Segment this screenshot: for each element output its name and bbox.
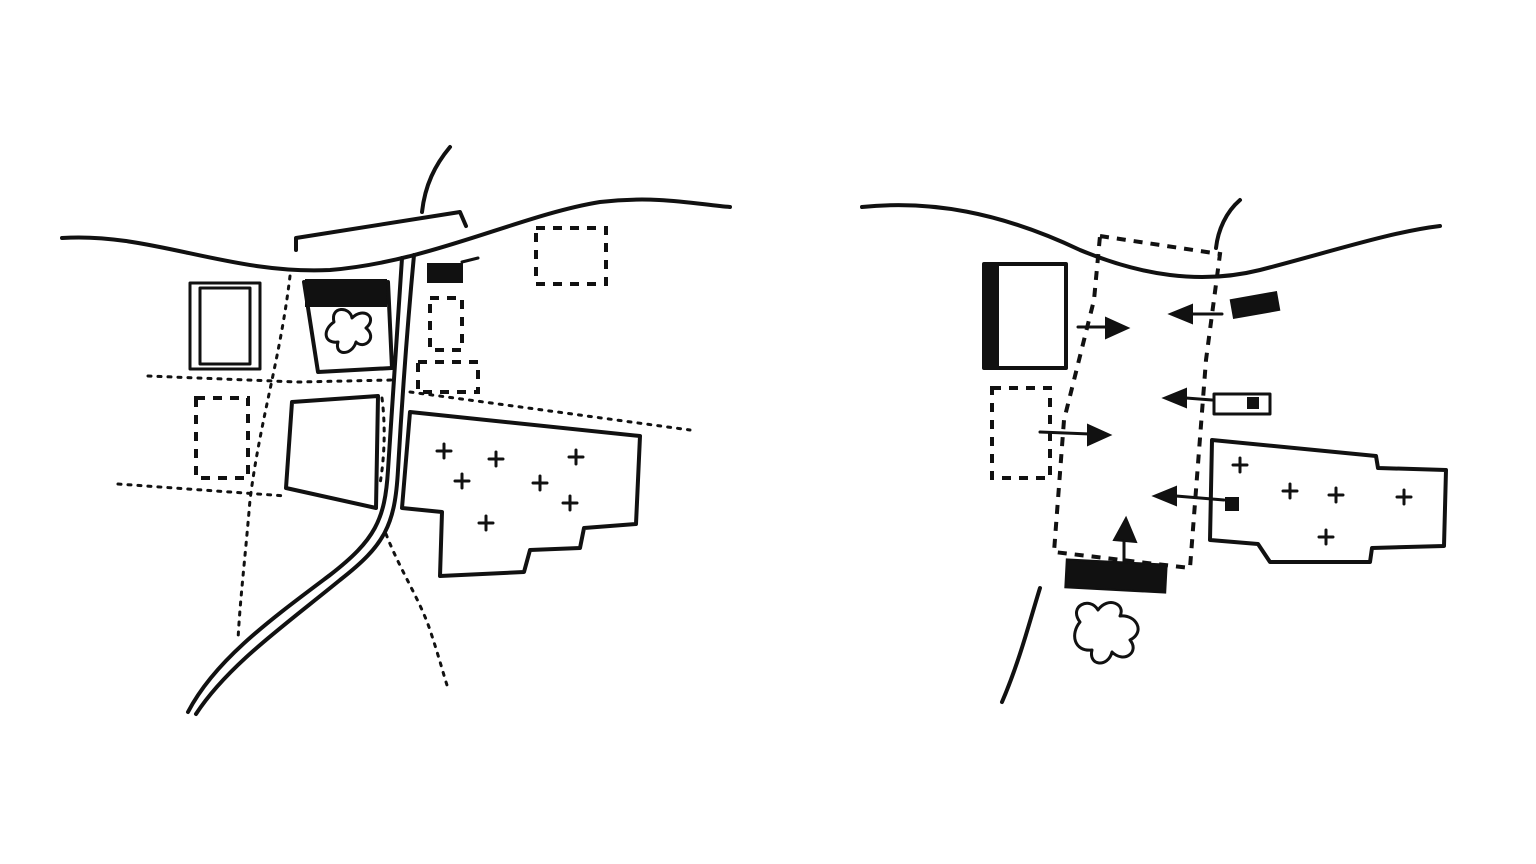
small-building-solid: [427, 263, 463, 283]
building-outline-left-inner: [198, 286, 252, 366]
cross-icon-proposal: [1231, 456, 1413, 546]
main-street-line: [60, 197, 732, 273]
dashed-building-a: [194, 396, 250, 480]
dotted-path-west: [146, 374, 394, 384]
cemetery-outline: [400, 410, 642, 578]
dotted-path-southeast: [384, 532, 450, 690]
south-road-line-left: [186, 256, 404, 714]
north-road-line: [420, 145, 452, 214]
dashed-building-b: [428, 296, 464, 352]
dotted-path-east: [408, 390, 692, 432]
small-building-square: [1225, 497, 1239, 511]
dotted-path-south: [116, 482, 288, 498]
church-plot: [302, 280, 394, 374]
outlined-building-mark: [1247, 397, 1259, 409]
dotted-path-inner: [378, 396, 386, 486]
north-road-line-proposal: [1214, 198, 1242, 250]
south-building-solid: [1064, 558, 1168, 594]
arrow-icon: [1038, 303, 1226, 564]
dashed-building-d: [534, 226, 608, 286]
south-road-line-proposal: [1000, 586, 1042, 704]
small-building-tab: [460, 256, 480, 264]
south-road-line-right: [194, 253, 416, 716]
small-building-solid-proposal: [1229, 290, 1281, 320]
dashed-building-c: [416, 360, 480, 394]
tree-icon: [324, 308, 373, 354]
cross-icon: [435, 442, 585, 532]
north-road-stub: [294, 210, 468, 252]
outlined-building-proposal: [1212, 392, 1272, 416]
building-outline-proposal-fill: [983, 263, 999, 369]
proposal-sketch: [860, 198, 1448, 704]
central-square: [1051, 233, 1223, 571]
cemetery-outline-proposal: [1208, 438, 1448, 564]
church-building: [305, 279, 387, 307]
main-street-line-proposal: [860, 203, 1442, 279]
dotted-path-ns: [236, 274, 292, 642]
tree-icon-proposal: [1073, 601, 1140, 665]
existing-situation-sketch: [60, 145, 732, 716]
building-outline-left: [188, 281, 262, 371]
town-block: [284, 394, 380, 510]
